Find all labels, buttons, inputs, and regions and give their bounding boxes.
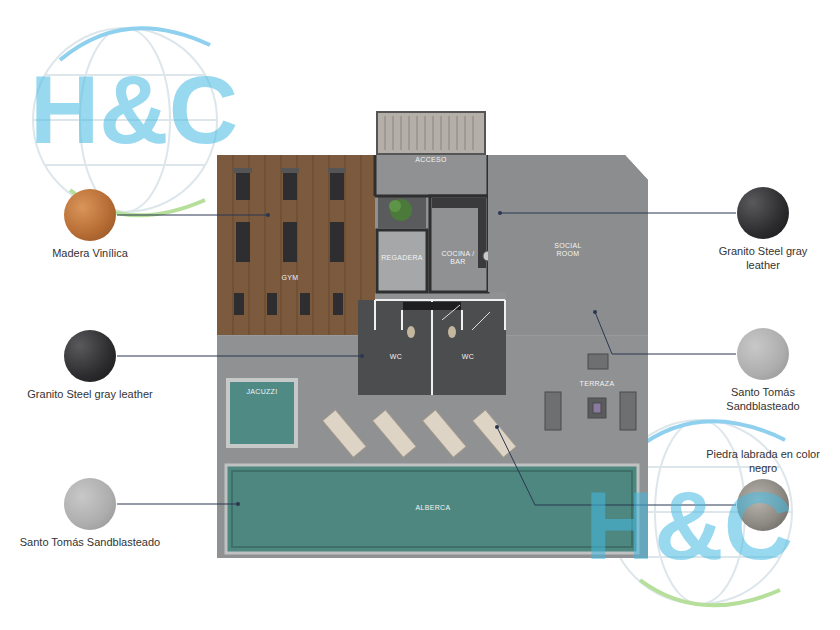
- material-swatch: [737, 328, 789, 380]
- material-name: Madera Vinílica: [10, 246, 170, 260]
- watermark-arc: [60, 28, 210, 60]
- watermark: H&C: [30, 62, 238, 158]
- loungers: [322, 410, 516, 458]
- kitchen-counter: [432, 198, 486, 208]
- wc-block: [358, 300, 506, 395]
- wall: [375, 155, 488, 196]
- gym-equipment: [234, 168, 346, 315]
- material-callout: Madera Vinílica: [10, 189, 170, 260]
- material-swatch: [64, 330, 116, 382]
- room-label: WC: [462, 353, 474, 361]
- wc-fixtures: [407, 326, 456, 338]
- material-swatch: [64, 189, 116, 241]
- leader-line: [117, 213, 736, 505]
- jacuzzi: [228, 380, 296, 446]
- material-swatch: [737, 187, 789, 239]
- pool-edge: [232, 471, 632, 547]
- plant: [389, 200, 401, 212]
- room-label: COCINA / BAR: [438, 250, 478, 266]
- room-label: TERRAZA: [580, 380, 615, 388]
- material-callout: Santo Tomás Sandblasteado: [10, 478, 170, 549]
- kitchen-room: [430, 196, 488, 292]
- wood-planks: [233, 155, 361, 335]
- leader-dot: [236, 211, 597, 506]
- room-label: JACUZZI: [247, 388, 278, 396]
- planter: [378, 196, 426, 228]
- room-label: ACCESO: [415, 156, 446, 164]
- wc-counter: [403, 302, 461, 310]
- room-label: GYM: [282, 274, 299, 282]
- room-label: REGADERA: [381, 254, 423, 262]
- wc-walls: [375, 300, 505, 395]
- shower-room: [377, 230, 427, 292]
- door-swing: [472, 312, 490, 330]
- stair-steps: [385, 116, 473, 150]
- terrace-furniture: [545, 354, 636, 430]
- material-swatch: [64, 478, 116, 530]
- pool: [226, 465, 638, 553]
- watermark-arc: [635, 421, 785, 450]
- material-callout: Santo Tomás Sandblasteado: [703, 328, 823, 413]
- door-swing: [442, 305, 460, 320]
- watermark: H&C: [585, 478, 793, 574]
- plant: [390, 199, 412, 221]
- room-label: WC: [390, 353, 402, 361]
- room-label: ALBERCA: [416, 504, 451, 512]
- material-callout: Granito Steel gray leather: [10, 330, 170, 401]
- material-name: Granito Steel gray leather: [10, 387, 170, 401]
- social-floor: [488, 155, 648, 335]
- material-name: Piedra labrada en color negro: [703, 447, 823, 475]
- material-name: Santo Tomás Sandblasteado: [703, 385, 823, 413]
- stairs: [377, 112, 485, 154]
- material-callout: Granito Steel gray leather: [703, 187, 823, 272]
- material-name: Granito Steel gray leather: [703, 244, 823, 272]
- material-name: Santo Tomás Sandblasteado: [10, 535, 170, 549]
- room-label: SOCIAL ROOM: [548, 242, 588, 258]
- watermark-arc: [640, 580, 780, 605]
- wood-floor: [217, 155, 375, 335]
